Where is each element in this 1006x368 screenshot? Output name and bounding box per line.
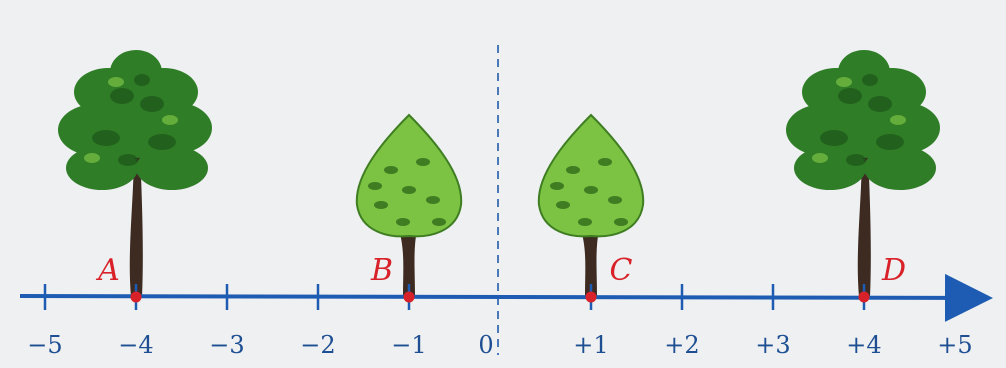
round-tree-icon [537, 113, 645, 297]
tick-label: −4 [118, 331, 153, 359]
tick-label: +4 [846, 331, 881, 359]
tick-label: −5 [27, 331, 62, 359]
tick-label: −1 [391, 331, 426, 359]
point-c-label: C [610, 253, 633, 288]
pine-tree-icon [786, 50, 940, 297]
ticks-layer: −5 −4 −3 −2 −1 0 +1 +2 +3 +4 +5 [27, 284, 973, 359]
tick-label: +5 [937, 331, 972, 359]
point-a-marker [130, 291, 142, 303]
tick-label: −2 [300, 331, 335, 359]
tick-label: −3 [209, 331, 244, 359]
point-d-label: D [881, 253, 906, 288]
tick-label: +2 [664, 331, 699, 359]
trees-layer [58, 50, 940, 297]
pine-tree-icon [58, 50, 212, 297]
point-c-marker [585, 291, 597, 303]
point-b-marker [403, 291, 415, 303]
points-layer: A B C D [95, 253, 906, 303]
point-d-marker [858, 291, 870, 303]
point-b-label: B [370, 253, 393, 288]
point-a-label: A [95, 253, 120, 288]
tick-label: +1 [573, 331, 608, 359]
round-tree-icon [355, 113, 463, 297]
tick-label: +3 [755, 331, 790, 359]
tick-label: 0 [478, 331, 493, 359]
number-line-axis [19, 273, 993, 322]
